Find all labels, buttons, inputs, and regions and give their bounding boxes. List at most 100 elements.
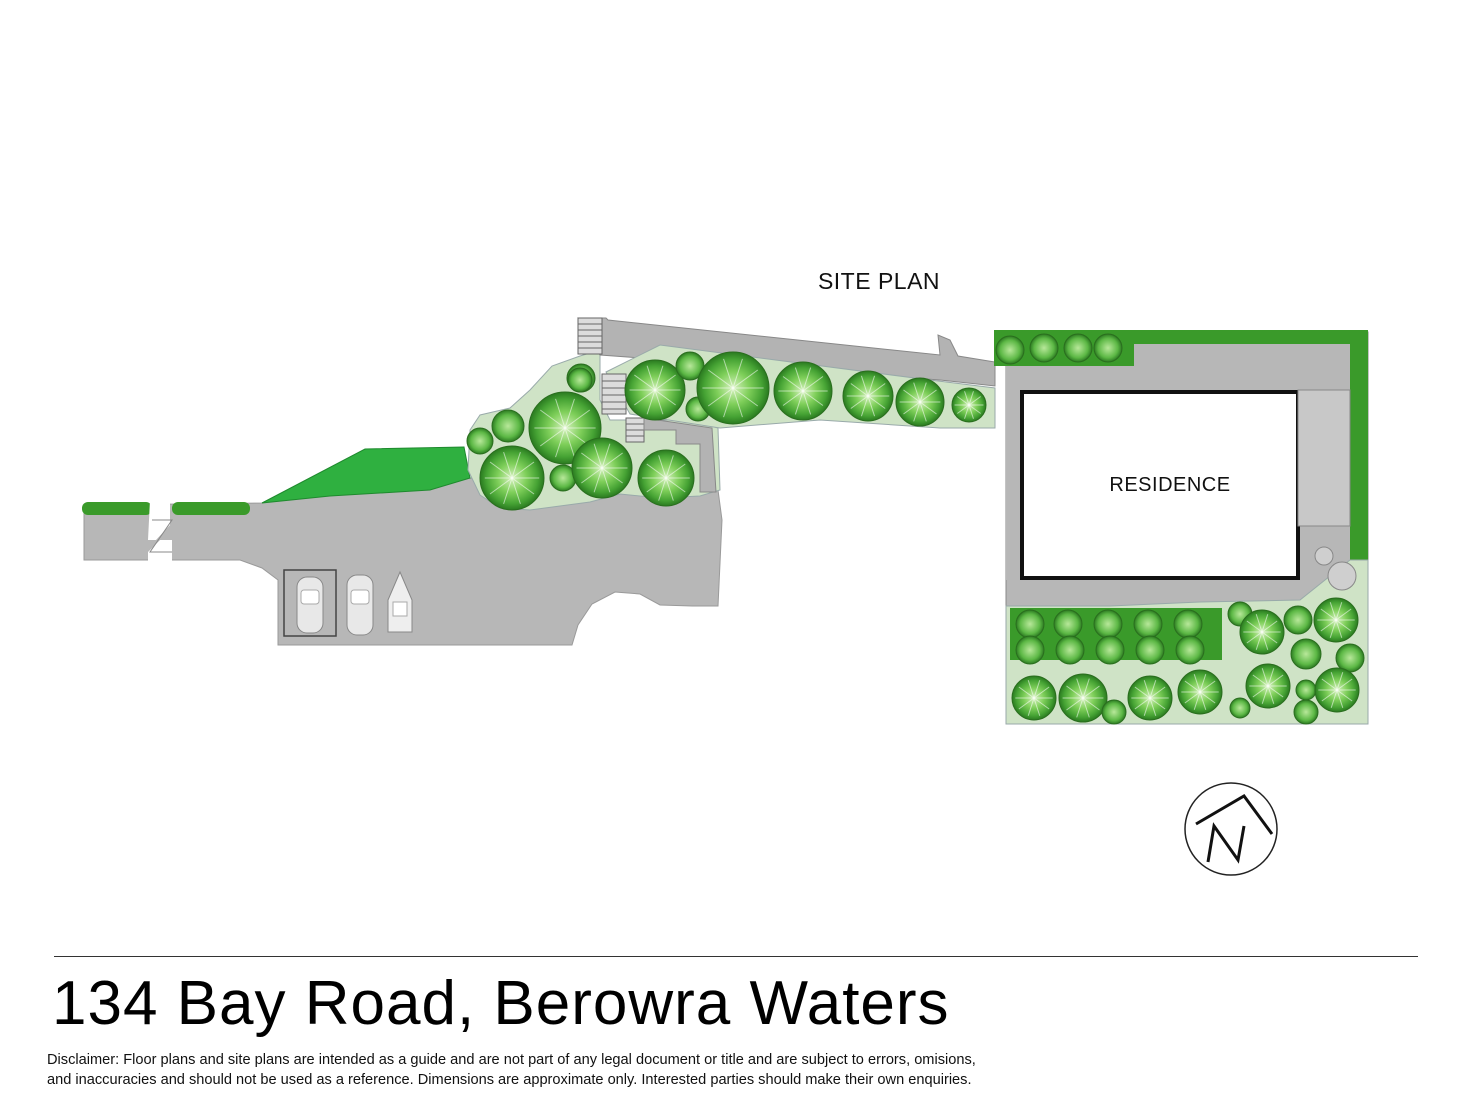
tree-branch (1184, 680, 1201, 693)
tree-branch (919, 401, 927, 422)
tree-branch (1199, 674, 1207, 693)
tree-branch (665, 463, 686, 479)
tree-branch (539, 427, 566, 447)
tree-canopy (1295, 679, 1317, 701)
tree-canopy (1015, 635, 1045, 665)
tree-branch (1082, 685, 1100, 699)
tree-branch (964, 404, 970, 419)
tree-branch (1261, 685, 1269, 704)
tree-branch (850, 383, 869, 397)
tree-branch (665, 477, 674, 501)
tree-branch (511, 451, 521, 479)
tree-branch (1336, 689, 1353, 702)
tree-canopy (1015, 609, 1045, 639)
tree-branch (1018, 697, 1035, 710)
tree-branch (794, 367, 804, 392)
car-2 (346, 574, 374, 636)
tree-branch (646, 477, 667, 493)
tree-branch (1330, 672, 1338, 691)
tree-branch (1252, 674, 1269, 687)
tree-branch (489, 477, 513, 495)
tree-branch (1267, 685, 1275, 704)
tree-branch (867, 375, 876, 397)
tree-branch (1335, 619, 1343, 638)
tree-canopy (1095, 635, 1125, 665)
tree-branch (867, 395, 876, 417)
tree-branch (1027, 697, 1035, 716)
tree-branch (1143, 697, 1151, 716)
tree-branch (654, 374, 676, 391)
tree-branch (1033, 697, 1050, 710)
stairs-upper (577, 317, 603, 355)
tree-branch (564, 427, 575, 458)
tree-branch (968, 396, 981, 406)
tree-branch (1336, 672, 1344, 691)
tree-branch (850, 395, 869, 409)
tree-branch (707, 387, 734, 407)
footer-divider (54, 956, 1418, 957)
tree-branch (723, 387, 734, 418)
tree-branch (867, 383, 886, 397)
tree-branch (601, 467, 611, 493)
tree-branch (654, 389, 676, 406)
tree-branch (1134, 697, 1151, 710)
tree-branch (1246, 620, 1263, 633)
tree-branch (1199, 691, 1216, 704)
property-address: 134 Bay Road, Berowra Waters (52, 969, 950, 1038)
tree-canopy (1093, 609, 1123, 639)
water-tank-1 (1314, 546, 1334, 566)
tree-branch (1267, 668, 1275, 687)
tree-branch (860, 375, 869, 397)
tree-branch (601, 467, 623, 484)
tree-branch (1134, 686, 1151, 699)
tree-canopy (1175, 635, 1205, 665)
tree-branch (1261, 631, 1269, 650)
residence-building (1020, 390, 1300, 580)
tree-branch (1267, 674, 1284, 687)
tree-branch (732, 369, 759, 389)
tree-branch (968, 391, 974, 406)
tree-branch (968, 404, 974, 419)
tree-branch (968, 404, 981, 414)
tree-branch (1335, 619, 1352, 632)
tree-branch (919, 389, 937, 403)
tree-branch (860, 395, 869, 417)
tree-branch (1184, 691, 1201, 704)
tree-branch (1149, 697, 1166, 710)
path-lower (643, 417, 717, 493)
tree-branch (1252, 685, 1269, 698)
tree-branch (1082, 697, 1100, 711)
tree-branch (601, 443, 611, 469)
tree-branch (1018, 686, 1035, 699)
tree-branch (1149, 697, 1157, 716)
tree-branch (957, 404, 970, 414)
disclaimer: Disclaimer: Floor plans and site plans a… (47, 1050, 1167, 1090)
tree-branch (658, 455, 667, 479)
tree-branch (646, 389, 656, 415)
tree-branch (511, 477, 535, 495)
site-plan-title: SITE PLAN (817, 268, 941, 294)
tree-branch (634, 389, 656, 406)
tree-branch (1143, 680, 1151, 699)
tree-canopy (1173, 609, 1203, 639)
tree-canopy (1053, 609, 1083, 639)
tree-canopy (1290, 638, 1322, 670)
tree-branch (919, 401, 937, 415)
tree-branch (1076, 678, 1084, 699)
tree-branch (732, 358, 743, 389)
tree-branch (665, 455, 674, 479)
tree-branch (555, 398, 566, 429)
tree-branch (1330, 689, 1338, 708)
tree-branch (1033, 697, 1041, 716)
north-compass (1184, 782, 1278, 876)
tree-branch (1255, 631, 1263, 650)
disclaimer-line-1: Disclaimer: Floor plans and site plans a… (47, 1052, 976, 1068)
tree-branch (654, 365, 664, 391)
tree-branch (802, 367, 812, 392)
tree-branch (1336, 678, 1353, 691)
tree-canopy (491, 409, 525, 443)
tree-branch (723, 358, 734, 389)
tree-branch (1320, 619, 1337, 632)
tree-branch (1255, 614, 1263, 633)
